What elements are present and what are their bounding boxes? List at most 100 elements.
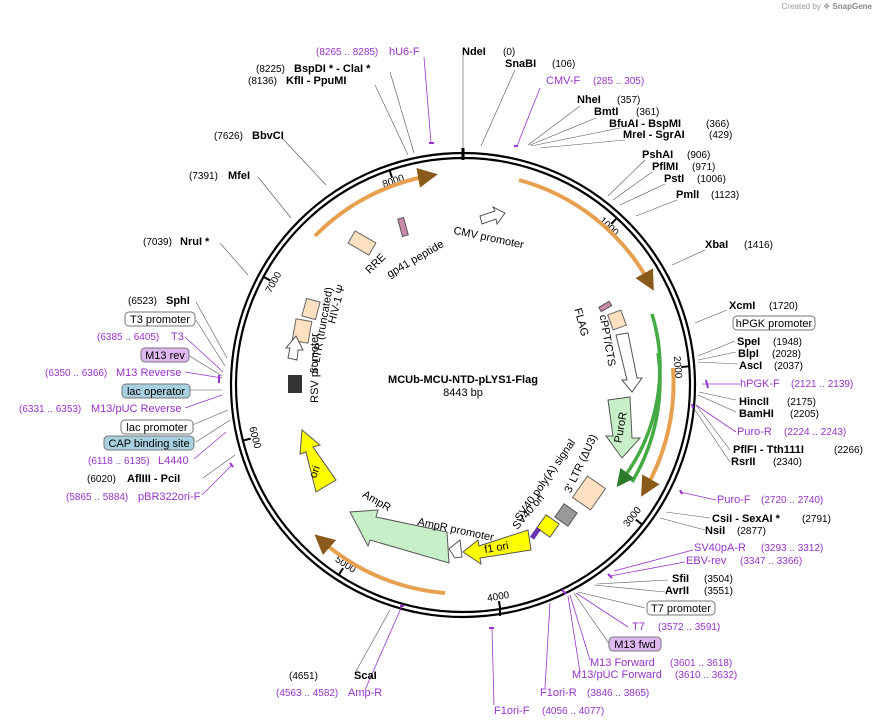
site-label-pflfi: PflFI - Tth111I: [733, 444, 804, 456]
orange-arc-right: [641, 367, 676, 497]
site-pos-pflmi: (971): [692, 162, 715, 173]
bp-tick: [337, 567, 344, 576]
primer-range-m13-puc-forward: (3610 .. 3632): [675, 670, 737, 681]
bp-tick: [497, 600, 502, 610]
credit-brand: SnapGene: [832, 2, 872, 11]
site-pos-pmli: (1123): [711, 190, 739, 201]
feature-label-rre: RRE: [363, 251, 388, 276]
site-label-blpi: BlpI: [738, 348, 759, 360]
orange-arc-bottom: [314, 534, 446, 595]
primer-range-hu6-f: (8265 .. 8285): [316, 47, 378, 58]
features: [284, 205, 643, 566]
site-label-bfuai: BfuAI - BspMI: [609, 118, 681, 130]
site-label-nhei: NheI: [577, 94, 601, 106]
site-label-afliii: AflIII - PciI: [127, 473, 180, 485]
site-label-avrii: AvrII: [665, 585, 689, 597]
primer-range-f1ori-r: (3846 .. 3865): [587, 688, 649, 699]
site-label-bamhi: BamHI: [739, 408, 774, 420]
primer-range-l4440: (6118 .. 6135): [88, 456, 150, 467]
box-label-lac-promoter: lac promoter: [126, 422, 187, 434]
backbone: [229, 148, 697, 619]
site-label-snabi: SnaBI: [505, 58, 536, 70]
site-pos-xbai: (1416): [744, 240, 773, 251]
flag-shape: [598, 300, 613, 313]
site-pos-bbvci: (7626): [214, 131, 243, 142]
lac-block: [288, 375, 302, 393]
ori-shape: [299, 429, 337, 493]
site-pos-pshai: (906): [687, 150, 710, 161]
primer-label-sv40pa-r: SV40pA-R: [694, 542, 746, 554]
leader-lines: [184, 55, 740, 706]
credit-prefix: Created by: [781, 2, 821, 11]
site-label-xcmi: XcmI: [729, 300, 755, 312]
site-pos-nrui: (7039): [143, 237, 172, 248]
primer-label-f1ori-r: F1ori-R: [540, 687, 577, 699]
site-pos-csii: (2791): [802, 514, 831, 525]
site-label-xbai: XbaI: [705, 239, 728, 251]
box-label-m13-rev: M13 rev: [145, 350, 185, 362]
snapgene-credit: Created by ❖ SnapGene: [782, 2, 872, 11]
bp-tick: [262, 275, 271, 282]
feature-label-gp41: gp41 peptide: [385, 238, 446, 280]
site-pos-blpi: (2028): [772, 349, 801, 360]
plasmid-name: MCUb-MCU-NTD-pLYS1-Flag: [388, 374, 538, 386]
ltr3-shape: [571, 475, 607, 511]
primer-label-puro-r: Puro-R: [737, 426, 772, 438]
site-pos-snabi: (106): [552, 59, 575, 70]
site-label-pflmi: PflMI: [652, 161, 678, 173]
site-pos-bfuai: (366): [706, 119, 729, 130]
primer-label-amp-r: Amp-R: [348, 687, 382, 699]
site-label-asci: AscI: [739, 360, 762, 372]
feature-label-rsv: RSV promoter: [309, 333, 321, 403]
site-pos-hincii: (2175): [787, 397, 816, 408]
primer-label-ebv-rev: EBV-rev: [686, 555, 727, 567]
site-label-sfii: SfiI: [672, 573, 689, 585]
primer-range-m13-puc-reverse: (6331 .. 6353): [19, 404, 81, 415]
box-label-hpgk-promoter: hPGK promoter: [736, 318, 813, 330]
orange-arc-top-left: [313, 167, 438, 238]
site-label-mfei: MfeI: [228, 170, 250, 182]
green-arc-2: [616, 313, 662, 487]
site-label-pshai: PshAI: [642, 149, 673, 161]
rre-shape: [347, 230, 377, 256]
bp-tick: [610, 217, 618, 225]
site-label-kfli: KflI - PpuMI: [286, 75, 347, 87]
snapgene-logo-icon: ❖: [823, 2, 831, 11]
primer-label-m13-puc-forward: M13/pUC Forward: [572, 669, 662, 681]
sv40-polya-shape: [554, 503, 578, 527]
site-label-mrei: MreI - SgrAI: [623, 129, 685, 141]
feature-label-cmv-promoter: CMV promoter: [452, 225, 525, 252]
site-pos-spei: (1948): [773, 337, 802, 348]
primer-label-cmv-f: CMV-F: [546, 75, 581, 87]
site-label-nrui: NruI *: [180, 236, 210, 248]
site-label-hincii: HincII: [739, 396, 769, 408]
feature-label-ori: ori: [307, 464, 322, 480]
cppt-shape: [607, 309, 627, 331]
puror-shape: [605, 396, 642, 459]
site-label-csii: CsiI - SexAI *: [712, 513, 781, 525]
site-pos-pflfi: (2266): [834, 445, 863, 456]
primer-range-pbr322ori-f: (5865 .. 5884): [66, 492, 128, 503]
f1-ori-shape: [462, 529, 532, 566]
sv40-ori-shape: [536, 514, 560, 538]
primer-label-pbr322ori-f: pBR322ori-F: [138, 491, 201, 503]
cppt-arrow-shape: [615, 332, 643, 393]
primer-label-m13-puc-reverse: M13/pUC Reverse: [91, 403, 181, 415]
feature-label-flag: FLAG: [571, 307, 590, 338]
feature-label-f1-ori: f1 ori: [483, 540, 509, 556]
primer-label-t7: T7: [632, 621, 645, 633]
bp-tick-label: 4000: [486, 590, 510, 605]
primer-range-m13-forward: (3601 .. 3618): [670, 658, 732, 669]
ampr-promoter-shape: [448, 539, 463, 559]
box-label-lac-operator: lac operator: [127, 386, 185, 398]
site-pos-sphi: (6523): [128, 296, 157, 307]
site-label-nsii: NsiI: [705, 525, 725, 537]
primer-range-cmv-f: (285 .. 305): [593, 76, 644, 87]
plasmid-size: 8443 bp: [443, 387, 483, 399]
box-label-m13-fwd: M13 fwd: [614, 639, 656, 651]
primer-range-ebv-rev: (3347 .. 3366): [740, 556, 802, 567]
primer-range-t3: (6385 .. 6405): [97, 332, 159, 343]
hiv-psi-shape: [301, 297, 321, 321]
site-pos-sfii: (3504): [704, 574, 733, 585]
